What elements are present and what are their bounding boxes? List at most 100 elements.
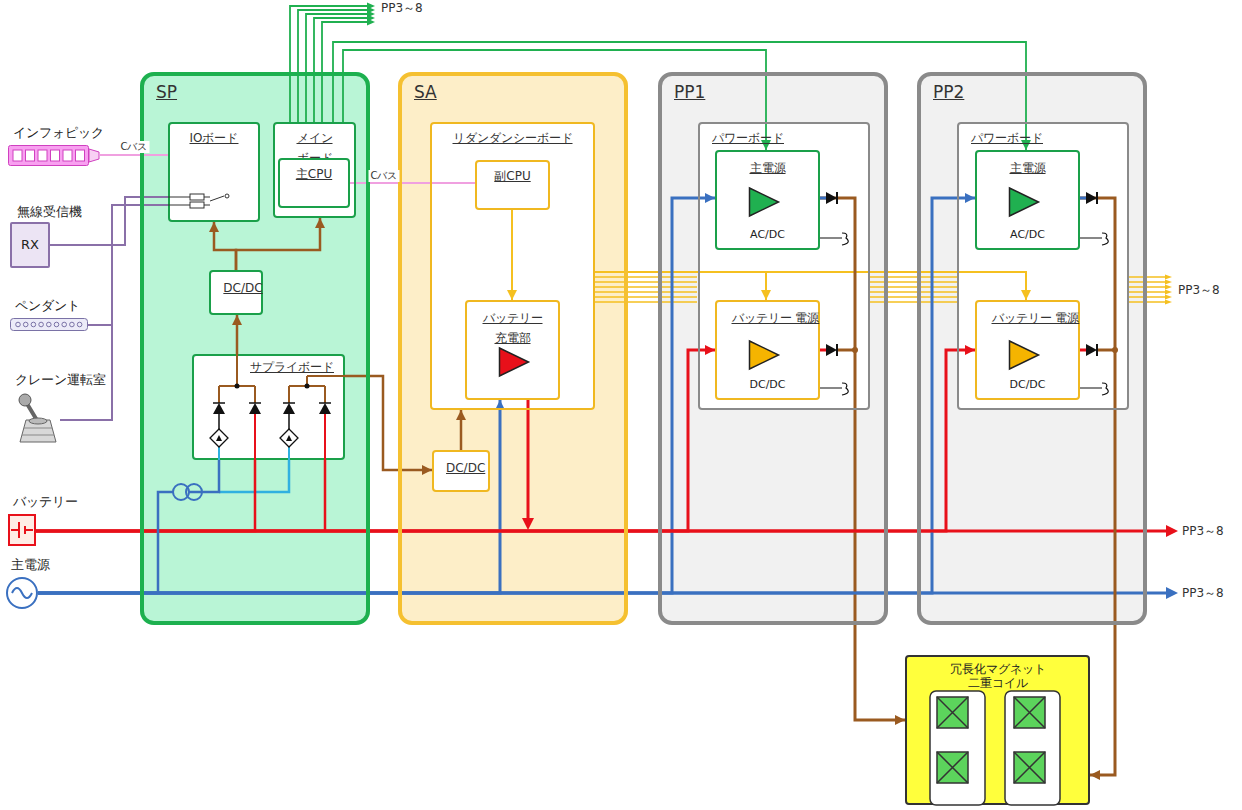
pendant-icon-drawing: [10, 318, 88, 331]
pendant-icon-drawing: [31, 322, 36, 327]
connector: [345, 376, 432, 475]
power-board: パワーボード主電源AC/DCバッテリー 電源DC/DC: [957, 122, 1129, 410]
diode-symbol: [836, 344, 838, 356]
box-label: パワーボード: [971, 128, 1113, 148]
panel-fill: [398, 72, 628, 625]
connector-line: [236, 218, 320, 270]
charger-output: [527, 400, 530, 520]
supply-board-drawing: [319, 403, 331, 414]
connector: [88, 205, 168, 325]
diode-symbol: [1112, 347, 1118, 353]
connector-line: [511, 210, 513, 300]
connector: [38, 193, 975, 593]
panel: SPIOボードメイン ボード主CPUDC/DCサプライボード: [140, 72, 370, 625]
panel: SAリダンダンシーボード副CPUバッテリー 充電部DC/DC: [398, 72, 628, 625]
box-label: 冗長化マグネット 二重コイル: [943, 662, 1053, 690]
battery-symbol: バッテリー: [8, 514, 36, 546]
arrowhead: [315, 218, 325, 228]
diode-symbol: [1086, 344, 1097, 356]
ac-source-symbol-drawing: [7, 578, 37, 608]
signal-bundle: [595, 281, 1166, 283]
supply-board-drawing: [210, 429, 228, 447]
device-icon-drawing: [26, 150, 35, 161]
mains-bus: [1166, 587, 1178, 599]
transformer-symbol: [186, 484, 202, 500]
arrowhead: [965, 193, 975, 203]
connector-line: [38, 198, 975, 593]
connector: [507, 210, 517, 300]
supply-board-drawing: [213, 402, 225, 404]
supply-box: 主電源 AC/DC: [975, 150, 1080, 250]
supply-box-drawing: [1010, 341, 1039, 369]
supply-box: バッテリー 電源DC/DC: [715, 300, 820, 400]
supply-box-drawing: [750, 188, 779, 216]
signal-bundle: [314, 18, 368, 122]
box-label: 主電源: [717, 158, 818, 178]
supply-board-drawing: [235, 384, 240, 389]
signal-bundle: [595, 301, 1166, 303]
note-label: PP3～8: [1178, 283, 1220, 297]
io-board-drawing: [225, 194, 229, 198]
connector: [100, 155, 168, 156]
signal-bundle: [595, 276, 1166, 278]
supply-board-drawing: [219, 447, 289, 460]
panel-fill: [273, 122, 356, 218]
arrowhead: [507, 290, 517, 300]
io-board-drawing: [190, 194, 204, 200]
box-label: AC/DC: [977, 228, 1078, 242]
power-board: パワーボード主電源 AC/DC バッテリー 電源DC/DC: [698, 122, 870, 410]
transformer-symbol: [173, 484, 202, 500]
cab-icon-drawing: [19, 394, 31, 406]
device-label: ペンダント: [15, 299, 80, 313]
box-label: バッテリー 充電部: [477, 308, 549, 348]
arrowhead: [761, 290, 771, 300]
arrowhead: [705, 345, 715, 355]
device-icon-drawing: [9, 146, 89, 166]
supply-box: 主電源 AC/DC: [715, 150, 820, 250]
redundancy-board: リダンダンシーボード副CPUバッテリー 充電部: [430, 122, 595, 410]
supply-board-drawing: [219, 414, 289, 429]
note-label: PP3～8: [1182, 524, 1224, 538]
supply-board-drawing: [249, 402, 261, 404]
connector-line: [38, 460, 219, 593]
connector-label: Cバス: [369, 170, 400, 182]
diode-symbol: [1096, 344, 1098, 356]
magnet-drawing: [1014, 752, 1045, 783]
signal-bundle: [1165, 295, 1172, 300]
cpu-box: 副CPU: [475, 160, 550, 210]
device-icon-drawing: [63, 150, 72, 161]
battery-symbol-drawing: [9, 515, 35, 545]
converter-box: DC/DC: [209, 270, 262, 315]
box-label: 主CPU: [280, 164, 348, 184]
connector: [343, 50, 771, 150]
connector: [232, 315, 242, 354]
diode-symbol: [826, 192, 837, 204]
connector-line: [343, 50, 766, 150]
cab-icon-drawing: [22, 428, 54, 435]
device-label: クレーン運転室: [15, 373, 106, 387]
connector-line: [36, 350, 715, 531]
device-icon-drawing: [13, 150, 22, 161]
box-label: AC/DC: [717, 228, 818, 242]
panel-fill: [698, 122, 870, 410]
device-icon-drawing: [8, 145, 100, 166]
ac-source-symbol-drawing: [6, 577, 38, 609]
note-label: PP3～8: [381, 1, 423, 15]
cab-icon-drawing: [26, 402, 38, 422]
connector: [456, 410, 466, 450]
magnet-drawing: [937, 697, 968, 728]
signal-bundle: [1165, 290, 1172, 295]
connector: [595, 272, 771, 300]
box-label: パワーボード: [712, 128, 854, 148]
pendant-icon-drawing: [39, 322, 44, 327]
box-label: 主電源: [977, 158, 1078, 178]
charger-output: [522, 518, 534, 530]
box-label: バッテリー 電源: [732, 308, 804, 328]
connector: [236, 218, 325, 270]
magnet-drawing: [930, 691, 985, 805]
pendant-icon-drawing: [62, 322, 67, 327]
magnet-drawing: [1005, 691, 1060, 805]
device-label: インフォピック: [13, 126, 104, 140]
connector: [820, 198, 905, 725]
magnet-drawing: [1014, 697, 1045, 728]
